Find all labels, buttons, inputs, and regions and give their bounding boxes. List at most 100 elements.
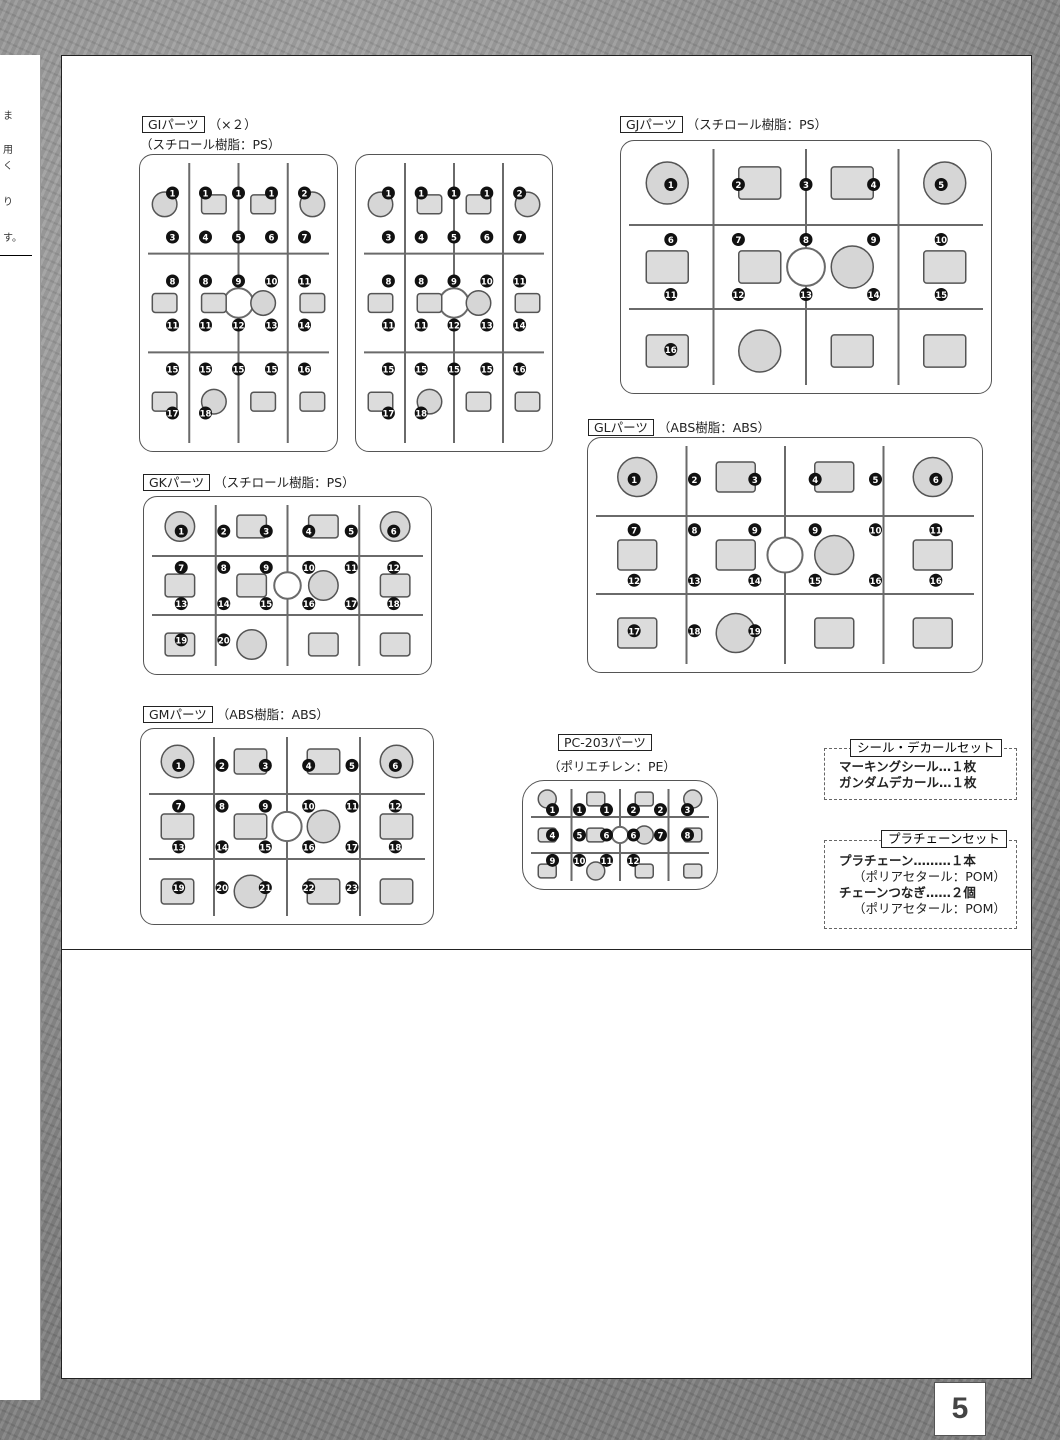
part-number: 3	[385, 234, 391, 244]
part-number: 1	[236, 190, 242, 200]
part-number: 2	[302, 190, 308, 200]
part-number-dot	[414, 274, 428, 288]
part-number: 16	[299, 366, 311, 376]
part-number-marker: 18	[414, 406, 428, 420]
part-number-marker: 15	[934, 288, 948, 301]
gl-name: GLパーツ	[588, 419, 654, 436]
part-number-marker: 22	[302, 881, 316, 895]
part-number: 7	[302, 234, 308, 244]
part-number-marker: 12	[627, 573, 641, 587]
part-number-marker: 4	[302, 758, 316, 772]
part-number-dot	[513, 230, 527, 244]
part-number-marker: 15	[447, 362, 461, 376]
gk-material: （スチロール樹脂：PS）	[214, 475, 355, 490]
part-number-marker: 14	[513, 318, 527, 332]
part-number: 16	[303, 843, 315, 853]
part-number-dot	[480, 318, 494, 332]
part-number: 1	[668, 181, 674, 191]
part-number-marker: 18	[688, 624, 701, 638]
part-number-marker: 2	[688, 472, 701, 486]
part-number-marker: 3	[748, 472, 762, 486]
part-number-dot	[302, 560, 316, 574]
part-number-dot	[259, 560, 273, 574]
runner-hub	[610, 825, 630, 845]
part-number-dot	[934, 178, 948, 191]
part-number-dot	[664, 178, 678, 191]
part-number-dot	[298, 318, 311, 332]
part-number-marker: 10	[573, 853, 586, 867]
part-number-dot	[381, 274, 395, 288]
part-number: 11	[665, 291, 677, 301]
part-number-dot	[869, 523, 882, 537]
part-number-marker: 11	[166, 318, 179, 332]
part-number: 15	[259, 843, 271, 853]
part-number-marker: 2	[513, 186, 527, 200]
part-shape	[307, 632, 339, 657]
part-number: 14	[299, 322, 311, 332]
part-number: 1	[176, 762, 182, 772]
section-divider	[61, 949, 1032, 950]
part-number-marker: 3	[259, 524, 273, 538]
part-number: 4	[306, 528, 312, 538]
part-number-dot	[215, 758, 229, 772]
part-number-marker: 5	[345, 758, 359, 772]
part-shape	[160, 813, 195, 840]
part-number: 15	[935, 291, 947, 301]
left-page-fragment: す。	[3, 233, 22, 244]
part-number: 5	[451, 234, 457, 244]
part-number-dot	[867, 288, 881, 301]
part-number-marker: 16	[302, 840, 316, 854]
part-number: 6	[391, 528, 397, 538]
part-number: 7	[517, 234, 523, 244]
part-number: 14	[216, 843, 228, 853]
part-shape	[830, 245, 874, 289]
part-number-dot	[172, 758, 186, 772]
part-number-marker: 5	[232, 230, 245, 244]
part-number-dot	[388, 840, 402, 854]
runner-hub	[438, 287, 470, 319]
part-number-marker: 8	[799, 233, 813, 246]
part-number-marker: 15	[259, 597, 273, 611]
pc-name: PC-203パーツ	[558, 734, 652, 751]
part-number-marker: 12	[388, 799, 402, 813]
part-number: 6	[269, 234, 275, 244]
left-page-edge: ま 用 く り す。	[0, 55, 41, 1400]
part-number-marker: 2	[215, 758, 229, 772]
part-number-marker: 9	[447, 274, 461, 288]
part-number-marker: 6	[387, 524, 401, 538]
part-number-marker: 10	[302, 560, 316, 574]
part-shape	[923, 250, 967, 284]
part-number: 5	[236, 234, 242, 244]
part-shape	[634, 791, 654, 807]
part-number-marker: 15	[258, 840, 272, 854]
part-number: 5	[577, 832, 583, 842]
part-number-dot	[414, 318, 428, 332]
part-number: 9	[812, 526, 818, 536]
part-number-marker: 9	[546, 853, 559, 867]
part-number-marker: 11	[600, 853, 613, 867]
part-shape	[923, 334, 967, 368]
part-number: 2	[219, 762, 225, 772]
part-shape	[299, 391, 326, 412]
part-shape	[250, 194, 277, 215]
part-number: 15	[260, 600, 272, 610]
part-number-marker: 9	[232, 274, 245, 288]
part-number-dot	[627, 523, 641, 537]
part-number: 3	[685, 806, 691, 816]
part-number-marker: 1	[573, 803, 586, 817]
part-number-marker: 13	[174, 597, 188, 611]
part-number-marker: 8	[199, 274, 212, 288]
part-number-marker: 11	[199, 318, 212, 332]
part-number: 19	[175, 636, 187, 646]
part-number: 12	[233, 322, 245, 332]
part-number-marker: 6	[388, 758, 402, 772]
part-number: 11	[601, 857, 613, 867]
part-number-dot	[199, 186, 212, 200]
part-number-dot	[199, 318, 212, 332]
part-number-dot	[748, 624, 762, 638]
part-number-marker: 4	[808, 472, 822, 486]
part-number-marker: 6	[480, 230, 494, 244]
part-number-dot	[217, 633, 231, 647]
